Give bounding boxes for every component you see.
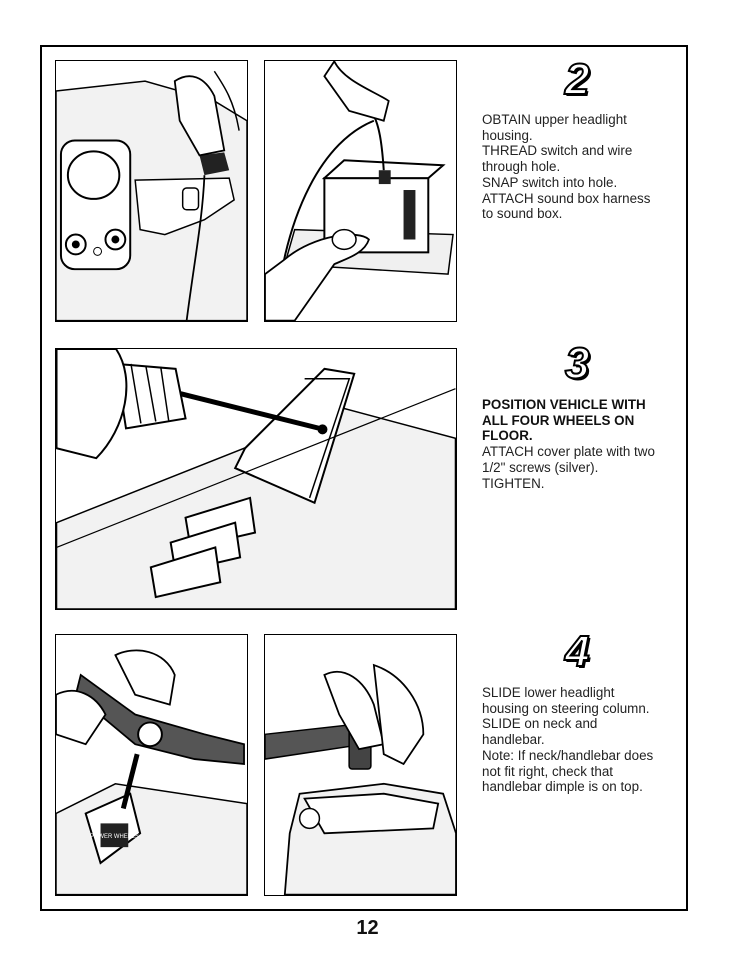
- power-wheels-badge: [100, 823, 129, 848]
- step-2-line: housing.: [482, 127, 533, 143]
- page-number: 12: [356, 917, 379, 939]
- step-4-instructions: SLIDE lower headlight housing on steerin…: [482, 685, 653, 795]
- step-2-instructions: OBTAIN upper headlight housing. THREAD s…: [482, 112, 650, 222]
- step-2-line: SNAP switch into hole.: [482, 174, 618, 190]
- step-3-heading-line: FLOOR.: [482, 428, 533, 444]
- step4-illustration-left: POWER WHEELS: [55, 634, 248, 896]
- step-3-heading-line: ALL FOUR WHEELS ON: [482, 412, 635, 428]
- step-4-line: Note: If neck/handlebar does: [482, 747, 654, 763]
- step-2-line: ATTACH sound box harness: [482, 190, 651, 206]
- step4-illustration-right: [264, 634, 457, 896]
- step-2-number: 2: [564, 55, 591, 104]
- step-4-number: 4: [564, 627, 591, 676]
- step-3-line: 1/2" screws (silver).: [482, 459, 599, 475]
- step-2-line: OBTAIN upper headlight: [482, 112, 627, 127]
- cover-plate-screwdriver-drawing: [56, 349, 456, 609]
- step-3-heading-line: POSITION VEHICLE WITH: [482, 397, 646, 412]
- step2-illustration-right: [264, 60, 457, 322]
- step-4-line: housing on steering column.: [482, 700, 650, 716]
- step-4-line: handlebar.: [482, 732, 545, 748]
- sound-box-drawing: [265, 61, 456, 321]
- step3-illustration: [55, 348, 457, 610]
- step-3-line: ATTACH cover plate with two: [482, 444, 655, 460]
- step-4-line: SLIDE lower headlight: [482, 685, 615, 700]
- step-2-line: through hole.: [482, 159, 561, 175]
- step-4-line: handlebar dimple is on top.: [482, 779, 643, 795]
- steering-column-drawing: POWER WHEELS: [56, 635, 247, 895]
- step-3-instructions: POSITION VEHICLE WITH ALL FOUR WHEELS ON…: [482, 397, 655, 491]
- step-3-number: 3: [564, 339, 591, 388]
- step-2-line: THREAD switch and wire: [482, 143, 633, 159]
- step-2-line: to sound box.: [482, 206, 563, 222]
- dashboard-switch-drawing: [56, 61, 247, 321]
- step-4-line: not fit right, check that: [482, 763, 613, 779]
- handlebar-drawing: [265, 635, 456, 895]
- step2-illustration-left: [55, 60, 248, 322]
- badge-text: POWER WHEELS: [90, 834, 139, 840]
- step-3-line: TIGHTEN.: [482, 475, 545, 491]
- step-4-line: SLIDE on neck and: [482, 716, 598, 732]
